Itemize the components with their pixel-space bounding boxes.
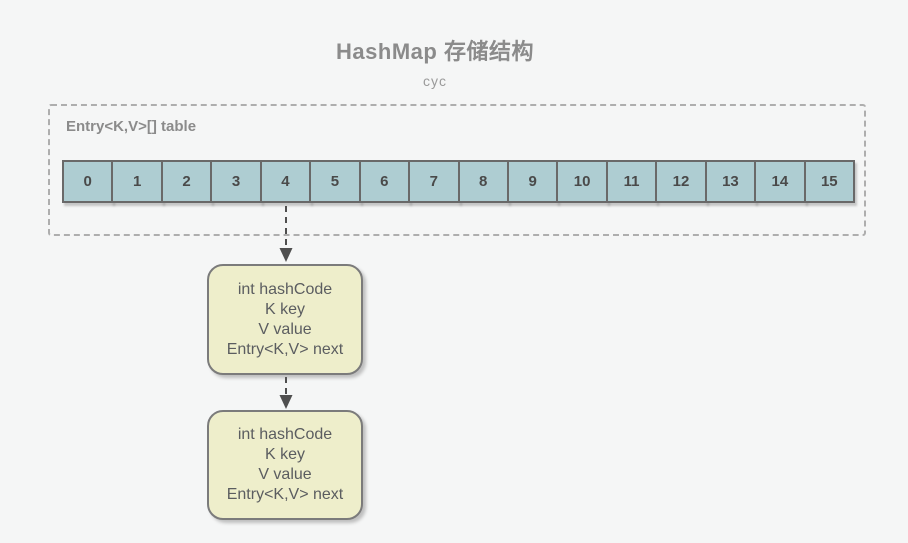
arrowhead-down-icon [279,395,293,409]
bucket-cell-1: 1 [111,160,163,203]
arrowhead-down-icon [279,248,293,262]
subtitle-watermark: cyc [423,73,447,89]
bucket-cell-10: 10 [556,160,608,203]
field-next: Entry<K,V> next [226,340,344,358]
bucket-cell-12: 12 [655,160,707,203]
bucket-cell-13: 13 [704,160,757,203]
title-block: HashMap 存储结构 cyc [0,34,870,89]
bucket-cell-3: 3 [210,160,262,203]
table-label: Entry<K,V>[] table [66,118,197,135]
field-value: V value [258,466,312,483]
field-value: V value [258,320,312,338]
entry-node-1: int hashCode K key V value Entry<K,V> ne… [207,264,363,375]
bucket-cell-6: 6 [358,160,411,203]
field-hashcode: int hashCode [237,280,333,298]
page-title: HashMap 存储结构 [336,39,534,64]
field-key: K key [264,446,305,463]
entry-node-2: int hashCode K key V value Entry<K,V> ne… [207,410,363,520]
bucket-cell-15: 15 [803,160,855,203]
bucket-cell-14: 14 [754,160,806,203]
field-next: Entry<K,V> next [226,486,344,503]
field-hashcode: int hashCode [237,426,333,443]
bucket-cell-2: 2 [160,160,213,203]
bucket-cell-4: 4 [259,160,312,203]
bucket-cell-8: 8 [457,160,509,203]
bucket-cell-0: 0 [62,160,114,203]
bucket-array: 0 1 2 3 4 5 6 7 8 9 10 11 12 13 14 15 [62,160,855,203]
bucket-cell-5: 5 [309,160,361,203]
bucket-cell-7: 7 [408,160,460,203]
bucket-cell-11: 11 [605,160,658,203]
field-key: K key [264,300,305,318]
table-dashed-container: Entry<K,V>[] table 0 1 2 3 4 5 6 7 8 9 1… [48,104,866,236]
bucket-cell-9: 9 [506,160,559,203]
